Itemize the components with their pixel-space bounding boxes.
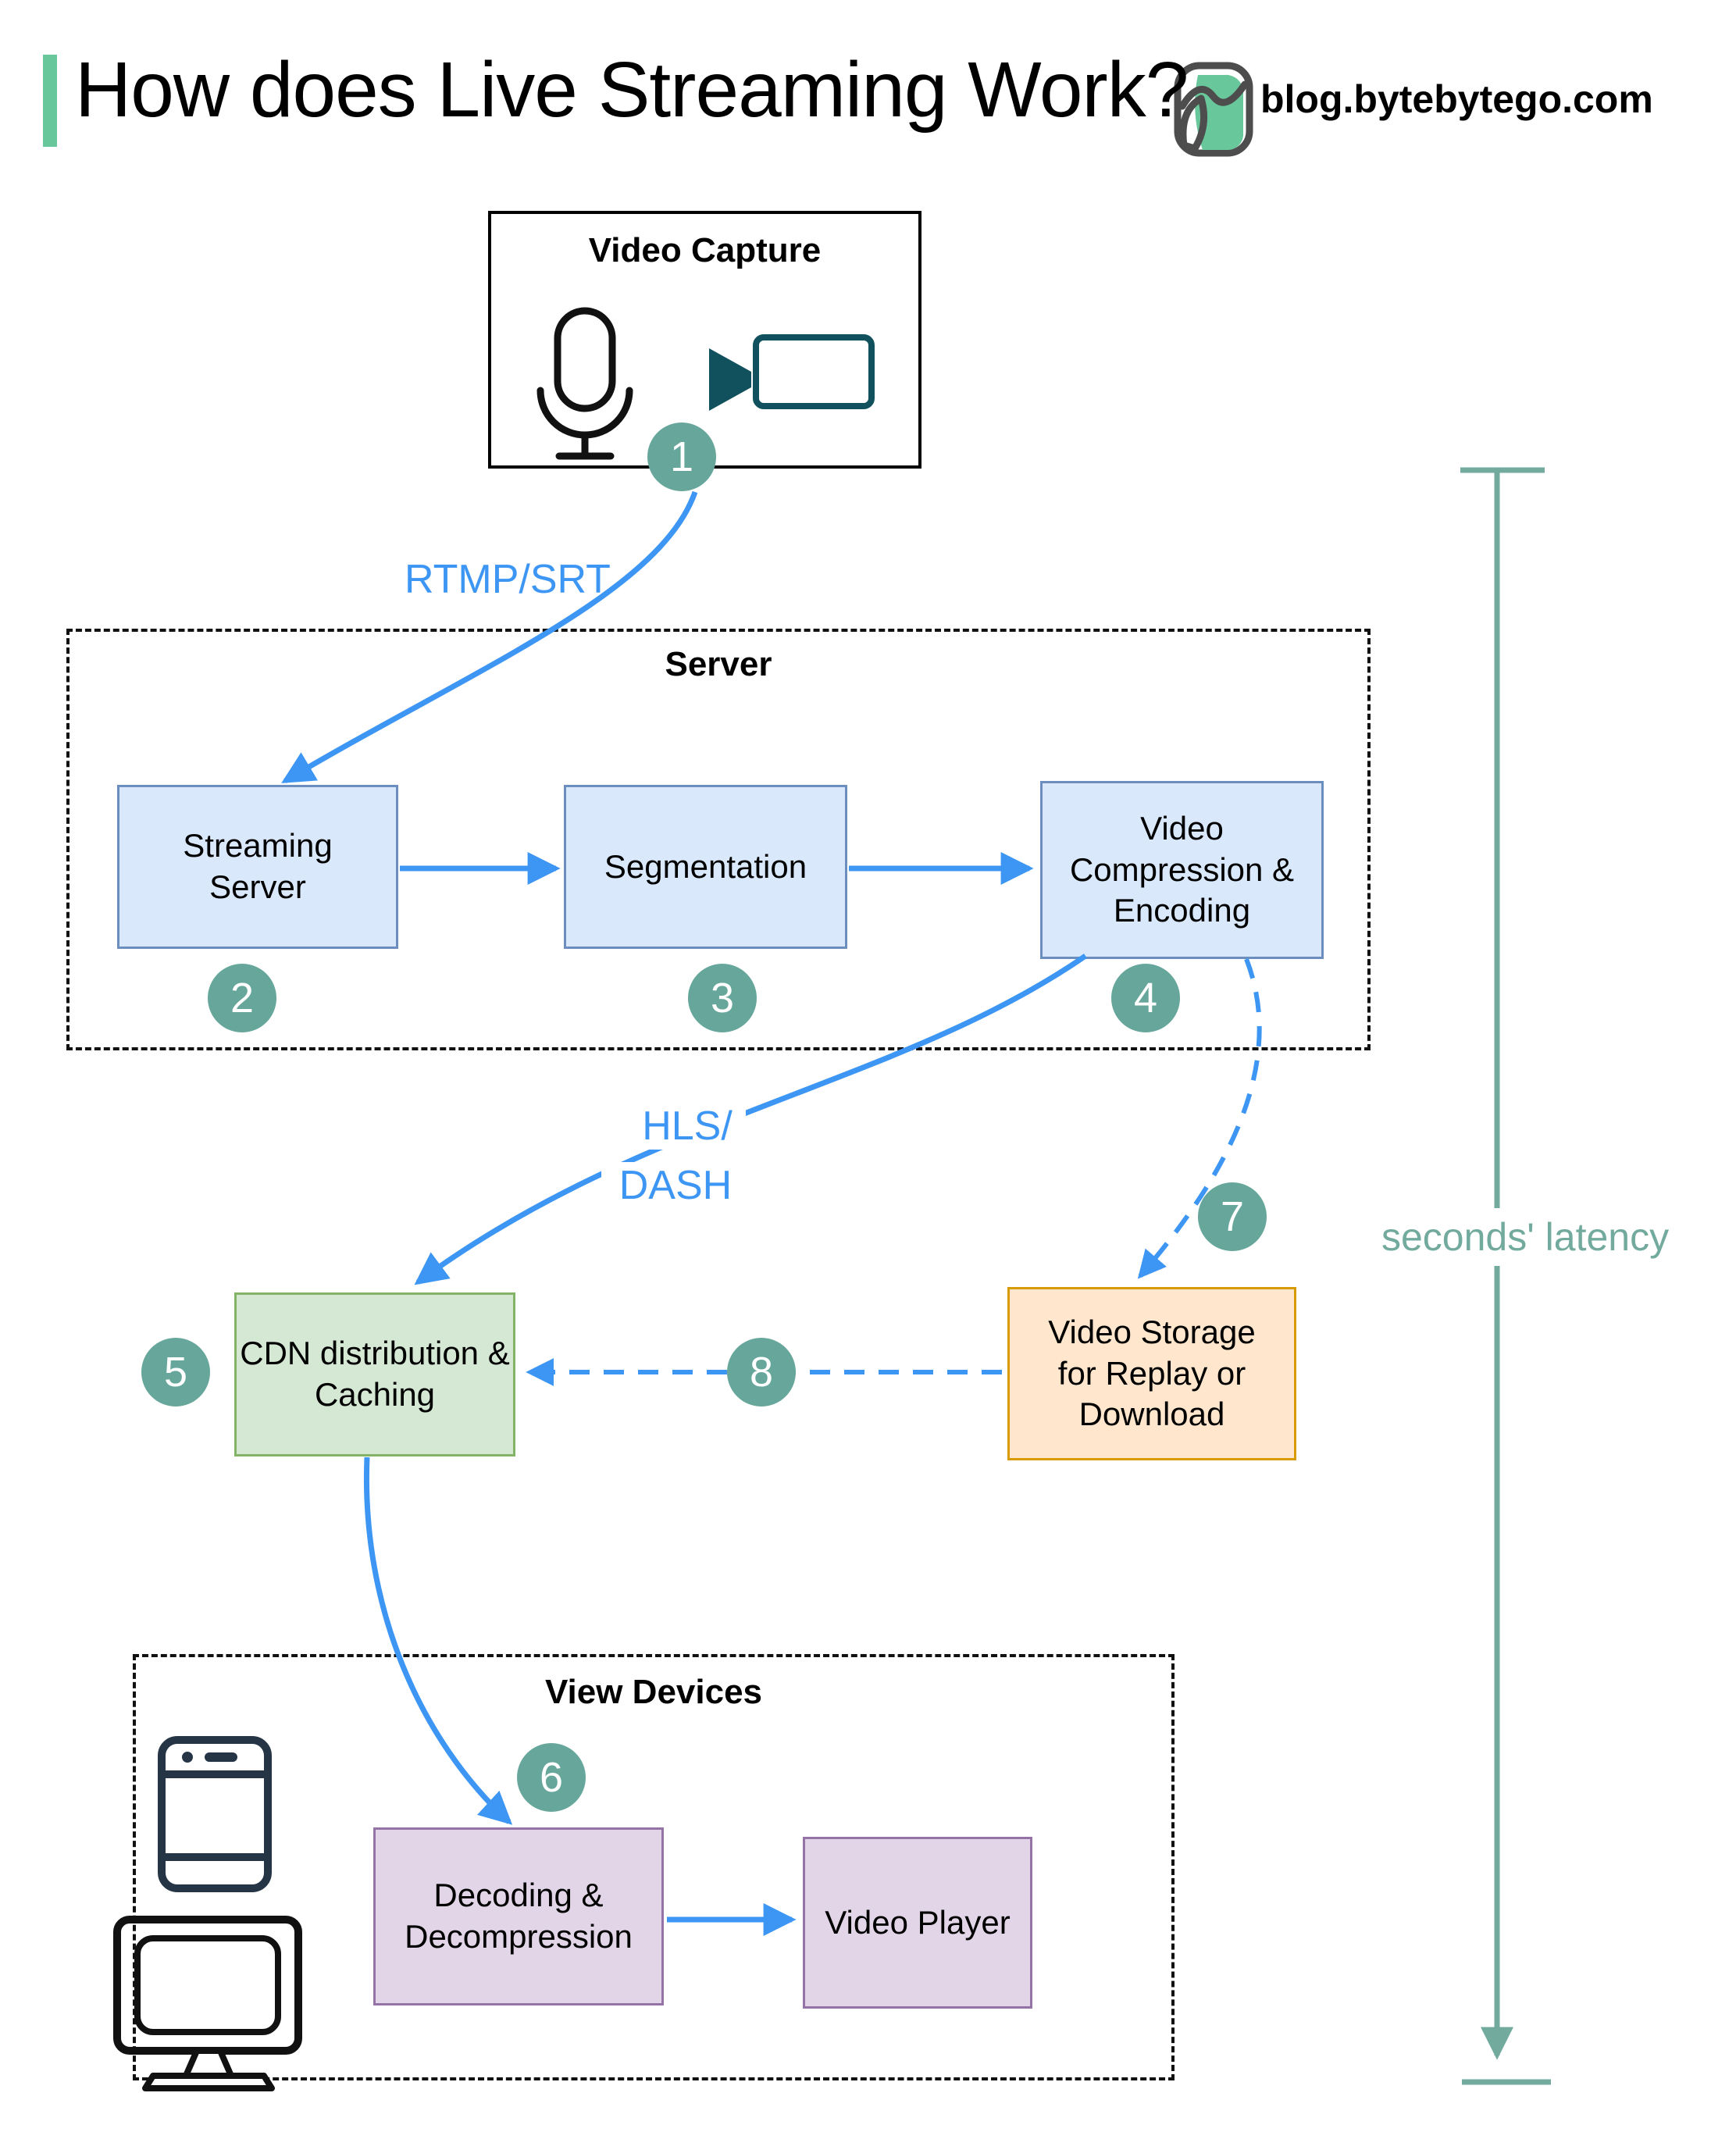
step-circle-1: 1 [647, 422, 716, 491]
step-circle-3: 3 [688, 964, 757, 1032]
edge-label-hls: HLS/ [629, 1103, 746, 1150]
streaming-server-box: Streaming Server [117, 785, 398, 949]
storage-box: Video Storage for Replay or Download [1007, 1287, 1296, 1460]
latency-label: seconds' latency [1372, 1208, 1679, 1266]
server-group-title: Server [665, 645, 772, 683]
edge-label-rtmp: RTMP/SRT [405, 557, 611, 602]
step-circle-2: 2 [208, 964, 276, 1032]
site-url: blog.bytebytego.com [1260, 77, 1653, 121]
step-circle-4: 4 [1111, 964, 1180, 1032]
title-accent-bar [43, 55, 57, 147]
video-capture-title: Video Capture [588, 231, 822, 269]
view-devices-group [133, 1654, 1175, 2080]
bytebytego-owl-icon [1174, 62, 1253, 157]
view-devices-group-title: View Devices [544, 1673, 763, 1711]
video-player-box: Video Player [803, 1837, 1032, 2009]
latency-measure-line [1460, 467, 1551, 2085]
segmentation-box: Segmentation [564, 785, 847, 949]
step-circle-6: 6 [517, 1743, 586, 1812]
decoding-box: Decoding & Decompression [373, 1827, 664, 2005]
cdn-box: CDN distribution & Caching [234, 1292, 515, 1456]
step-circle-7: 7 [1198, 1182, 1267, 1251]
edge-label-dash: DASH [601, 1162, 750, 1209]
step-circle-5: 5 [141, 1338, 210, 1406]
compression-box: Video Compression & Encoding [1040, 781, 1324, 959]
step-circle-8: 8 [727, 1338, 796, 1406]
page-title: How does Live Streaming Work? [75, 46, 1189, 134]
